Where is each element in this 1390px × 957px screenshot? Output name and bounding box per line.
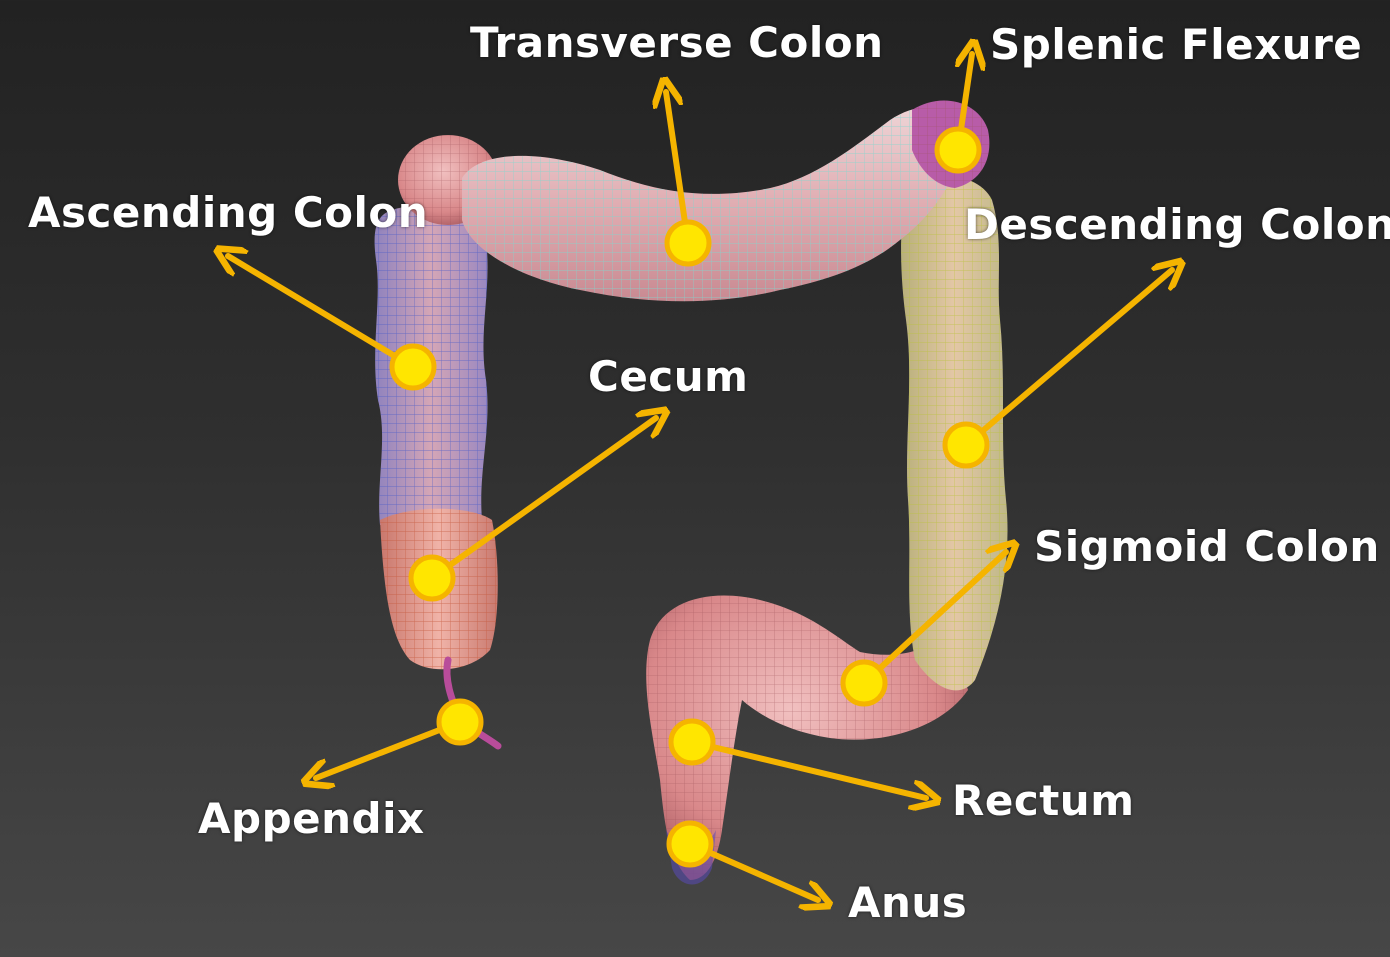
transverse-colon-shape [462,107,963,301]
colon-body [375,100,1008,884]
label-rectum: Rectum [952,780,1134,822]
marker-splenic-flexure [937,129,979,171]
marker-descending-colon [945,424,987,466]
label-anus: Anus [848,882,967,924]
label-transverse-colon: Transverse Colon [470,22,884,64]
marker-transverse-colon [667,222,709,264]
marker-ascending-colon [392,346,434,388]
label-appendix: Appendix [198,798,425,840]
marker-rectum [671,721,713,763]
label-ascending-colon: Ascending Colon [28,192,428,234]
label-cecum: Cecum [588,356,748,398]
marker-anus [669,823,711,865]
label-sigmoid-colon: Sigmoid Colon [1034,526,1380,568]
label-descending-colon: Descending Colon [964,204,1390,246]
marker-sigmoid-colon [843,662,885,704]
label-splenic-flexure: Splenic Flexure [990,24,1362,66]
marker-cecum [411,557,453,599]
marker-appendix [439,701,481,743]
